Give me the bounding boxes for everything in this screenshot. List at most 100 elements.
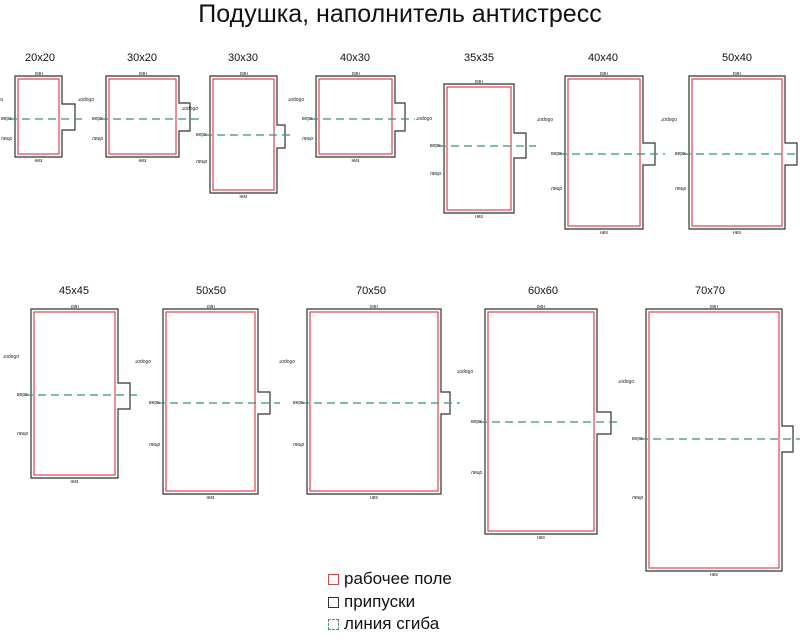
back-side-label: оборот [279,357,296,364]
top-side-label: низ [138,70,147,76]
fold-side-label: верх [471,419,482,425]
pillow-size-label: 60x60 [528,285,558,297]
top-side-label: низ [600,70,608,76]
legend-label: припуски [344,592,416,611]
page-title: Подушка, наполнитель антистресс [198,0,602,28]
fold-line-swatch-icon [328,618,339,630]
bottom-side-label: низ [537,535,545,541]
back-side-label: оборот [618,377,635,384]
allowance-outline [30,308,131,479]
allowance-outline [564,75,656,230]
work-area-swatch-icon [328,573,339,585]
fold-side-label: верх [149,400,160,406]
bottom-side-label: низ [733,230,741,236]
back-side-label: оборот [457,368,474,375]
allowance-outline [105,75,191,158]
fold-side-label: верх [430,143,441,149]
bottom-side-label: низ [351,158,360,164]
work-area-outline [691,78,783,227]
back-side-label: оборот [182,105,199,112]
bottom-side-label: низ [138,158,147,164]
bottom-side-label: низ [34,158,43,164]
top-side-label: низ [733,70,741,76]
pillow-size-label: 45x45 [59,285,89,297]
bottom-side-label: низ [710,572,718,578]
pillow-size-label: 35x35 [464,52,494,64]
back-side-label: оборот [3,353,20,360]
pillow-size-label: 70x50 [356,285,386,297]
legend-label: линия сгиба [344,614,440,633]
work-area-outline [446,86,512,211]
allowance-outline [14,75,76,158]
face-side-label: лицо [302,136,314,142]
bottom-side-label: низ [239,194,248,200]
top-side-label: низ [537,303,545,309]
top-side-label: низ [239,70,248,76]
back-side-label: оборот [135,357,152,364]
fold-side-label: верх [1,116,12,122]
top-side-label: низ [351,70,360,76]
fold-side-label: верх [551,151,562,157]
fold-side-label: верх [92,116,103,122]
back-side-label: оборот [661,115,678,122]
fold-side-label: верх [196,132,207,138]
legend-item-work-area: рабочее поле [328,569,452,589]
work-area-outline [648,311,780,569]
work-area-outline [108,78,177,155]
work-area-outline [318,78,393,155]
bottom-side-label: низ [370,495,378,501]
top-side-label: низ [370,303,378,309]
pillow-size-label: 30x20 [127,52,157,64]
face-side-label: лицо [1,136,13,142]
work-area-outline [487,311,595,532]
fold-side-label: верх [302,116,313,122]
face-side-label: лицо [551,186,563,193]
fold-side-label: верх [293,400,304,406]
top-side-label: низ [70,303,79,309]
back-side-label: оборот [416,115,433,122]
allowance-outline [315,75,406,158]
pillow-size-label: 50x50 [196,285,226,297]
work-area-outline [165,311,256,492]
back-side-label: оборот [78,96,95,102]
allowance-outline [688,75,798,230]
allowance-outline [209,75,286,194]
top-side-label: низ [206,303,215,309]
pillow-size-label: 20x20 [25,52,55,64]
allowance-outline [162,308,271,495]
top-side-label: низ [34,70,43,76]
pillow-size-label: 50x40 [722,52,752,64]
bottom-side-label: низ [475,214,483,220]
pillow-size-label: 70x70 [695,285,725,297]
face-side-label: лицо [149,442,161,449]
back-side-label: оборот [537,115,554,122]
pillow-size-label: 40x30 [340,52,370,64]
work-area-outline [567,78,641,227]
fold-side-label: верх [675,151,686,157]
allowance-swatch-icon [328,596,339,608]
face-side-label: лицо [17,430,29,437]
top-side-label: низ [710,303,718,309]
fold-side-label: верх [17,392,28,398]
fold-side-label: верх [632,436,643,442]
bottom-side-label: низ [70,479,79,485]
bottom-side-label: низ [600,230,608,236]
allowance-outline [306,308,451,495]
face-side-label: лицо [430,170,442,177]
face-side-label: лицо [92,136,104,142]
legend-label: рабочее поле [344,569,452,588]
work-area-outline [17,78,60,155]
allowance-outline [443,83,527,214]
top-side-label: низ [475,78,483,84]
allowance-outline [645,308,794,572]
work-area-outline [33,311,116,476]
face-side-label: лицо [675,186,687,193]
face-side-label: лицо [632,494,644,501]
back-side-label: оборот [0,96,4,102]
pillow-size-label: 40x40 [588,52,618,64]
face-side-label: лицо [471,469,483,476]
work-area-outline [309,311,439,492]
back-side-label: оборот [288,96,305,102]
